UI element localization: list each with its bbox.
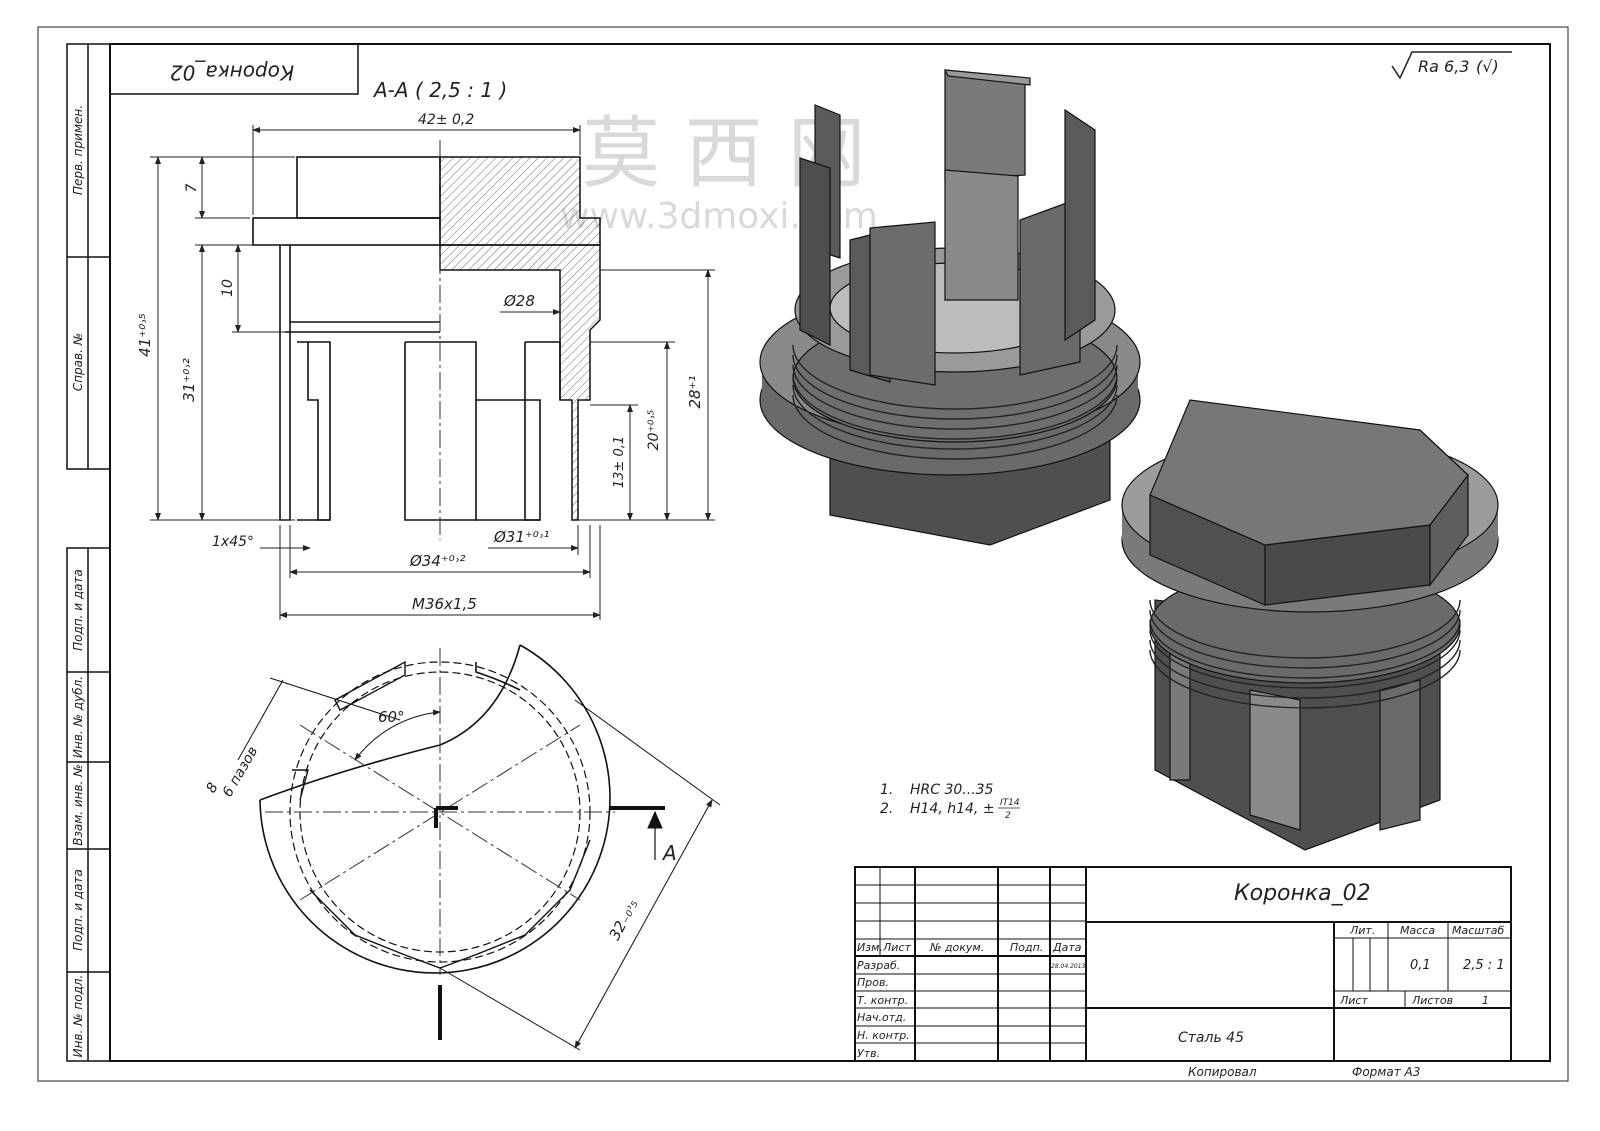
title-material: Сталь 45	[1178, 1030, 1244, 1046]
plan-slots-label: 6 пазов	[220, 744, 262, 800]
title-designation: Коронка_02	[1234, 881, 1371, 906]
note-2-frac-bottom: 2	[1005, 811, 1011, 821]
side-podp-data-top: Подп. и дата	[71, 569, 85, 651]
note-2-frac-top: IT14	[1000, 798, 1020, 808]
dim-width-top: 42± 0,2	[418, 112, 474, 128]
dim-20: 20⁺⁰˒⁵	[646, 409, 662, 450]
col-izm: Изм.	[857, 941, 883, 954]
side-sprav-no: Справ. №	[71, 333, 85, 391]
row-nach-otd: Нач.отд.	[857, 1011, 906, 1024]
row-razrab: Разраб.	[857, 959, 900, 972]
section-hatch-wall	[439, 244, 601, 521]
dim-d31: Ø31⁺⁰˒¹	[493, 528, 549, 546]
col-list: Лист	[882, 941, 911, 954]
footer-format: Формат А3	[1352, 1065, 1420, 1079]
list-label: Лист	[1339, 994, 1368, 1007]
dim-13: 13± 0,1	[612, 436, 627, 488]
title-block	[854, 866, 1512, 1062]
dim-28: 28⁺¹	[686, 375, 704, 408]
section-label: А-А ( 2,5 : 1 )	[372, 78, 507, 102]
col-lit: Лит.	[1349, 924, 1375, 937]
dim-d34: Ø34⁺⁰˒²	[409, 552, 465, 570]
col-podp: Подп.	[1010, 941, 1043, 954]
col-doc: № докум.	[929, 941, 984, 954]
outer-border	[37, 26, 1569, 1082]
row-prov: Пров.	[857, 976, 889, 989]
row-t-kontr: Т. контр.	[857, 994, 908, 1007]
dim-7: 7	[184, 183, 200, 192]
footer-kopiroval: Копировал	[1188, 1065, 1257, 1079]
col-data: Дата	[1052, 941, 1082, 954]
col-massa: Масса	[1400, 924, 1435, 937]
row-utv: Утв.	[857, 1047, 880, 1060]
note-1-num: 1.	[880, 782, 893, 798]
section-view: А-А ( 2,5 : 1 )	[136, 78, 715, 620]
dim-10: 10	[220, 279, 236, 297]
rotated-title: Коронка_02	[170, 61, 294, 85]
iso-view-slotted	[759, 69, 1141, 546]
row-n-kontr: Н. контр.	[857, 1029, 910, 1042]
plan-view	[237, 644, 721, 1051]
dim-d28: Ø28	[503, 292, 535, 310]
dim-chamfer: 1x45°	[212, 534, 254, 550]
dim-31: 31⁺⁰˒²	[180, 358, 198, 402]
plan-slots-count: 8	[203, 780, 221, 796]
side-strip	[66, 43, 111, 1062]
iso-view-hex	[1121, 399, 1499, 851]
section-marker: A	[661, 841, 677, 865]
dim-41: 41⁺⁰˒⁵	[136, 313, 154, 357]
note-2-text: H14, h14, ±	[910, 801, 995, 817]
rotated-title-box	[109, 43, 359, 95]
plan-angle: 60°	[378, 708, 405, 726]
note-1-text: HRC 30...35	[910, 782, 994, 798]
date-value: 28.04.2013	[1051, 963, 1086, 970]
roughness-mark: (√)	[1476, 57, 1499, 76]
side-inv-dubl: Инв. № дубл.	[71, 676, 85, 758]
technical-notes: 1. HRC 30...35 2. H14, h14, ± IT14 2	[880, 782, 1020, 821]
dim-thread: M36x1,5	[412, 595, 477, 613]
section-hatch	[439, 156, 601, 246]
listov-label: Листов	[1411, 994, 1453, 1007]
listov-value: 1	[1482, 994, 1489, 1007]
roughness-symbol	[1391, 51, 1512, 80]
col-masshtab: Масштаб	[1452, 924, 1504, 937]
note-2-num: 2.	[880, 801, 893, 817]
masshtab-value: 2,5 : 1	[1463, 958, 1505, 973]
roughness-value: Ra 6,3	[1418, 57, 1469, 76]
side-podp-data-bottom: Подп. и дата	[71, 869, 85, 951]
side-perv-primen: Перв. примен.	[71, 105, 85, 195]
side-vzam-inv: Взам. инв. №	[71, 764, 85, 845]
massa-value: 0,1	[1410, 958, 1431, 973]
side-inv-podl: Инв. № подл.	[71, 975, 85, 1058]
